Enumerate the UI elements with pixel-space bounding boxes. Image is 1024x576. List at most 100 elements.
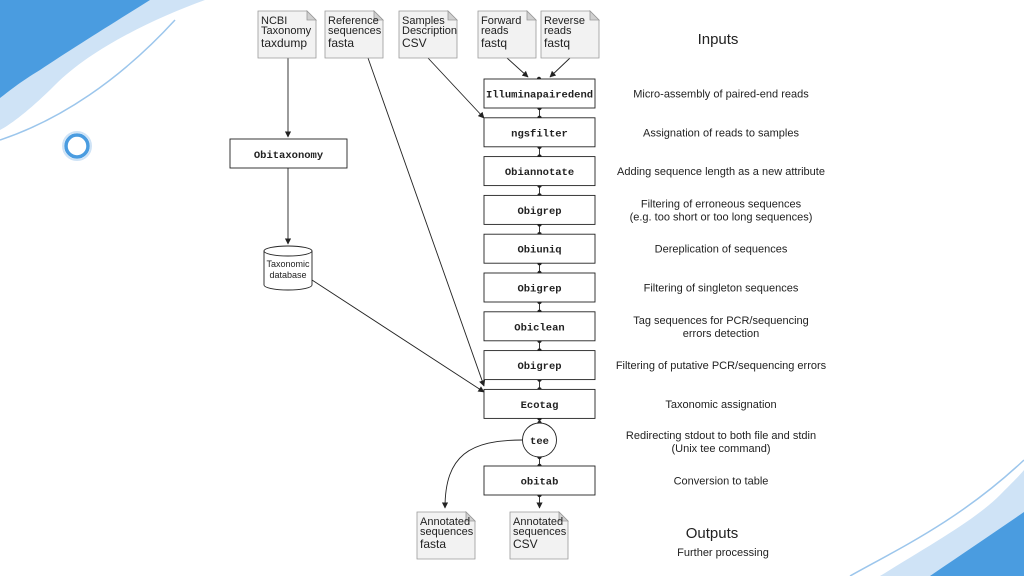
top-left-swoosh-dark <box>0 0 150 98</box>
step-description: Filtering of putative PCR/sequencing err… <box>616 360 827 372</box>
obitaxonomy-label: Obitaxonomy <box>254 150 324 162</box>
reverse-reads-arrow <box>549 57 571 78</box>
document-label: sequences <box>513 526 567 538</box>
document-shape <box>509 511 569 560</box>
document-shape <box>416 511 476 560</box>
step-command: Obigrep <box>517 361 561 373</box>
step-command: Obiuniq <box>517 245 561 257</box>
step-box <box>483 117 596 148</box>
document-shape <box>540 10 600 59</box>
samples-arrow <box>427 57 485 119</box>
document-fold <box>558 511 569 522</box>
step-box <box>483 350 596 381</box>
document-fold <box>589 10 600 21</box>
step-description: Tag sequences for PCR/sequencing <box>633 315 809 327</box>
document-label: sequences <box>420 526 474 538</box>
database-cylinder <box>263 245 313 291</box>
tee-description: Redirecting stdout to both file and stdi… <box>626 430 816 442</box>
document-shape <box>477 10 537 59</box>
step-command: Obigrep <box>517 284 561 296</box>
document-fold <box>373 10 384 21</box>
step-command: Obiannotate <box>505 167 574 179</box>
document-extension: fasta <box>328 36 354 50</box>
step-box <box>483 156 596 187</box>
step-box <box>483 311 596 342</box>
tee-fasta-arrow <box>441 439 523 509</box>
document-label: Samples <box>402 15 445 27</box>
outputs-description: Further processing <box>677 547 769 559</box>
document-fold <box>526 10 537 21</box>
step-box <box>483 194 596 225</box>
document-extension: CSV <box>513 537 538 551</box>
document-label: reads <box>544 25 572 37</box>
document-label: Forward <box>481 15 521 27</box>
document-label: Description <box>402 25 457 37</box>
step-description: errors detection <box>683 328 759 340</box>
document-label: sequences <box>328 25 382 37</box>
step-command: Illuminapairedend <box>486 90 593 102</box>
document-label: NCBI <box>261 15 287 27</box>
step-description: Filtering of singleton sequences <box>644 283 799 295</box>
document-fold <box>447 10 458 21</box>
document-fold <box>306 10 317 21</box>
step-box <box>483 388 596 419</box>
bottom-right-swoosh-dark <box>930 512 1024 576</box>
document-shape <box>257 10 317 59</box>
step-command: Ecotag <box>521 400 559 412</box>
document-fold <box>465 511 476 522</box>
step-box <box>483 78 596 109</box>
step-box <box>483 272 596 303</box>
top-left-swoosh-line <box>0 19 176 141</box>
step-command: Obiclean <box>514 322 564 334</box>
document-label: Taxonomy <box>261 25 312 37</box>
step-command: Obigrep <box>517 206 561 218</box>
document-label: Reference <box>328 15 379 27</box>
database-arrow <box>311 279 485 393</box>
step-description: Assignation of reads to samples <box>643 127 799 139</box>
obitab-label: obitab <box>521 477 559 489</box>
obitab-box <box>483 465 596 496</box>
document-extension: taxdump <box>261 36 307 50</box>
database-body <box>263 251 313 291</box>
document-label: Annotated <box>420 516 470 528</box>
tee-description: (Unix tee command) <box>671 443 770 455</box>
document-extension: fastq <box>544 36 570 50</box>
step-description: Dereplication of sequences <box>655 244 788 256</box>
step-description: (e.g. too short or too long sequences) <box>630 211 813 223</box>
step-description: Micro-assembly of paired-end reads <box>633 89 809 101</box>
obitaxonomy-box <box>229 138 348 169</box>
document-label: Reverse <box>544 15 585 27</box>
document-extension: CSV <box>402 36 427 50</box>
ring-icon-halo <box>62 131 92 161</box>
step-command: ngsfilter <box>511 128 568 140</box>
document-extension: fastq <box>481 36 507 50</box>
forward-reads-arrow <box>506 57 529 78</box>
document-shape <box>398 10 458 59</box>
bottom-right-swoosh-line <box>849 459 1024 576</box>
step-description: Adding sequence length as a new attribut… <box>617 166 825 178</box>
document-shape <box>324 10 384 59</box>
document-extension: fasta <box>420 537 446 551</box>
outputs-title: Outputs <box>686 525 739 542</box>
obitab-description: Conversion to table <box>674 476 769 488</box>
step-box <box>483 233 596 264</box>
inputs-title: Inputs <box>698 31 739 48</box>
ring-icon <box>64 133 90 159</box>
document-label: reads <box>481 25 509 37</box>
step-description: Taxonomic assignation <box>665 399 776 411</box>
step-description: Filtering of erroneous sequences <box>641 198 802 210</box>
reference-arrow <box>367 57 486 387</box>
tee-label: tee <box>530 436 549 448</box>
database-label: Taxonomic <box>266 259 310 269</box>
nodes: NCBITaxonomytaxdumpReferencesequencesfas… <box>229 10 600 560</box>
